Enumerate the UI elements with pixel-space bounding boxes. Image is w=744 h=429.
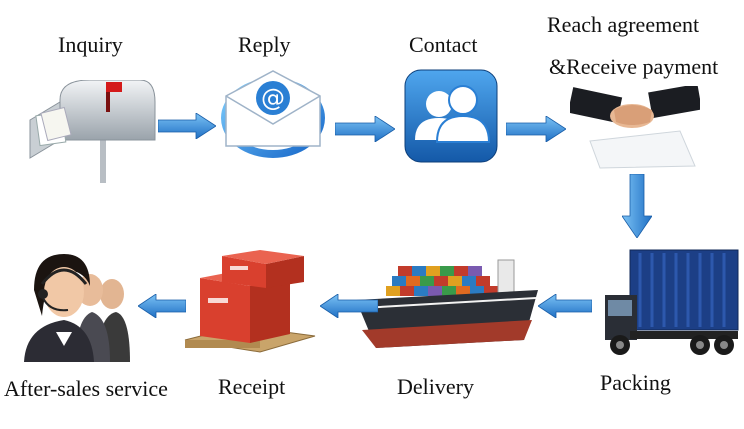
cargo-ship-icon [352,248,542,363]
receipt-label: Receipt [218,374,286,399]
handshake-icon [570,86,700,171]
container-truck-icon [600,245,740,363]
contact-label: Contact [409,32,478,57]
after-sales-label: After-sales service [4,376,168,401]
arrow-receipt-to-after-sales [138,294,186,318]
mailbox-icon [20,80,160,185]
arrow-reply-to-contact [335,116,395,142]
svg-text:@: @ [261,84,285,112]
arrow-delivery-to-receipt [320,294,378,318]
headset-agents-icon [20,246,130,362]
delivery-label: Delivery [397,374,474,399]
arrow-agreement-to-packing [622,174,652,238]
agreement-label-line1: Reach agreement [547,12,700,37]
arrow-contact-to-agreement [506,116,566,142]
boxes-pallet-icon [180,248,320,360]
arrow-inquiry-to-reply [158,113,216,139]
contacts-icon [403,68,499,164]
arrow-packing-to-delivery [538,294,592,318]
agreement-label-line2: &Receive payment [549,54,719,79]
email-at-icon: @ [218,66,328,161]
inquiry-label: Inquiry [58,32,123,57]
reply-label: Reply [238,32,291,57]
packing-label: Packing [600,370,671,395]
